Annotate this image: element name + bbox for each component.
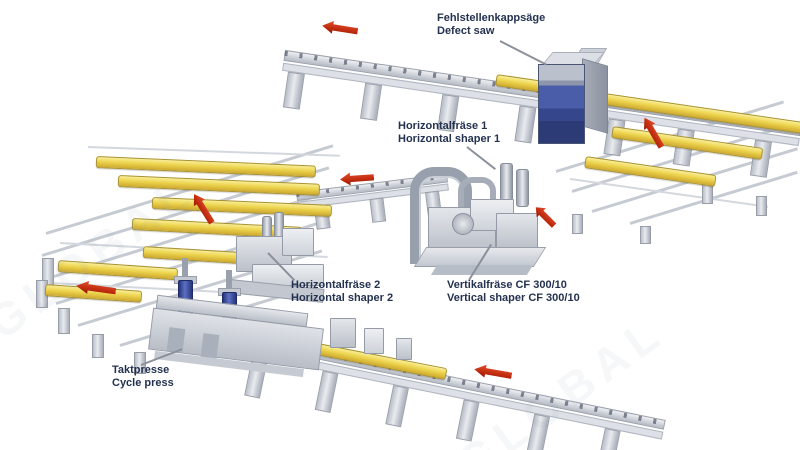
label-horizontal-shaper-1-de: Horizontalfräse 1 [398, 120, 488, 132]
deck-leg [92, 334, 104, 358]
press-rib [166, 327, 186, 353]
label-defect-saw-en: Defect saw [437, 25, 495, 37]
conveyor-leg [369, 197, 387, 223]
press-rib [200, 333, 220, 359]
label-horizontal-shaper-1: Horizontalfräse 1 Horizontal shaper 1 [398, 120, 500, 146]
horizontal-shaper-1-machine [400, 155, 550, 280]
deck-slat [569, 178, 769, 208]
cycle-press-machine [146, 252, 336, 382]
press-guide-post [182, 258, 188, 284]
label-horizontal-shaper-2-en: Horizontal shaper 2 [291, 292, 394, 304]
machinery-detail [330, 318, 356, 348]
flow-arrow [321, 19, 359, 37]
label-horizontal-shaper-2: Horizontalfräse 2 Horizontal shaper 2 [291, 279, 393, 305]
label-vertical-shaper-de: Vertikalfräse CF 300/10 [447, 279, 567, 291]
label-vertical-shaper: Vertikalfräse CF 300/10 Vertical shaper … [447, 279, 580, 305]
saw-front-face [538, 64, 585, 144]
conveyor-leg [514, 105, 537, 144]
label-cycle-press-de: Taktpresse [112, 364, 170, 376]
press-guide-post [226, 270, 232, 296]
saw-side-face [582, 58, 608, 134]
deck-leg [572, 214, 583, 234]
label-cycle-press-en: Cycle press [112, 377, 174, 389]
conveyor-leg [526, 413, 551, 450]
machine-cylinder [262, 216, 272, 238]
label-defect-saw: Fehlstellenkappsäge Defect saw [437, 12, 545, 38]
conveyor-leg [455, 399, 480, 442]
deck-leg [58, 308, 70, 334]
conveyor-leg [385, 384, 409, 428]
machinery-detail [364, 328, 384, 354]
machine-block [282, 228, 314, 256]
machine-base [430, 265, 534, 275]
defect-saw-machine [536, 48, 612, 146]
machine-cylinder [500, 163, 513, 201]
deck-slat [87, 146, 340, 157]
label-defect-saw-de: Fehlstellenkappsäge [437, 12, 546, 24]
label-horizontal-shaper-2-de: Horizontalfräse 2 [291, 279, 381, 291]
conveyor-leg [596, 428, 621, 450]
deck-leg [640, 226, 651, 244]
machinery-detail [396, 338, 412, 360]
conveyor-leg [360, 82, 383, 121]
cutter-wheel [452, 213, 474, 235]
label-horizontal-shaper-1-en: Horizontal shaper 1 [398, 133, 501, 145]
label-cycle-press: Taktpresse Cycle press [112, 364, 174, 390]
conveyor-leg [282, 71, 305, 110]
vertical-shaper-machine [496, 213, 538, 249]
deck-leg [756, 196, 767, 216]
label-vertical-shaper-en: Vertical shaper CF 300/10 [447, 292, 580, 304]
machine-cylinder [516, 169, 529, 207]
